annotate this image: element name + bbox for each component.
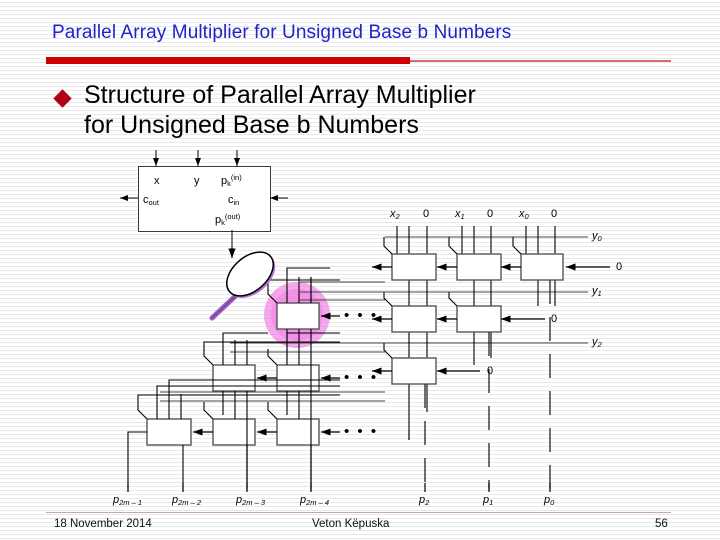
array-bottom-label-p2m-2: p2m – 2 xyxy=(172,494,202,507)
legend-p-out-sup: (out) xyxy=(224,212,241,221)
magnifying-glass-icon xyxy=(209,251,276,321)
array-top-label-x2: x2 xyxy=(390,208,400,221)
array-right-label-zero-3: 0 xyxy=(487,365,494,377)
footer-date: 18 November 2014 xyxy=(54,518,152,530)
multiplier-cell-legend-box xyxy=(138,166,271,232)
array-right-label-zero-1: 0 xyxy=(616,261,623,273)
array-right-label-y1: y1 xyxy=(592,285,602,298)
bullet-text: Structure of Parallel Array Multiplier f… xyxy=(84,80,664,140)
array-bottom-label-p2m-1: p2m – 1 xyxy=(113,494,143,507)
array-ellipsis-row2: • • • xyxy=(344,369,379,386)
array-top-label-zero-3: 0 xyxy=(551,208,558,220)
array-bottom-label-p0: p0 xyxy=(544,494,555,507)
legend-c-out-base: c xyxy=(143,194,149,206)
array-bottom-label-p1: p1 xyxy=(483,494,494,507)
legend-p-in-base: p xyxy=(221,175,228,187)
legend-label-p-in: pk(in) xyxy=(221,173,242,188)
array-bottom-label-p2m-4: p2m – 4 xyxy=(300,494,330,507)
array-top-label-x0: x0 xyxy=(519,208,529,221)
legend-label-y: y xyxy=(194,175,200,187)
array-cells-left xyxy=(146,302,320,446)
legend-label-p-out: pk(out) xyxy=(215,212,240,227)
footer-page-number: 56 xyxy=(655,518,668,530)
legend-c-out-sub: out xyxy=(148,198,159,207)
bullet-line-2: for Unsigned Base b Numbers xyxy=(84,111,419,139)
array-bottom-label-p2: p2 xyxy=(419,494,430,507)
product-dashed-lines xyxy=(424,280,551,490)
array-top-label-zero-1: 0 xyxy=(423,208,430,220)
legend-label-x: x xyxy=(154,175,160,187)
legend-p-in-sub: k xyxy=(227,179,231,188)
footer-rule xyxy=(46,512,671,513)
array-ellipsis-row1: • • • xyxy=(344,307,379,324)
array-right-label-y2: y2 xyxy=(592,336,602,349)
array-right-label-zero-2: 0 xyxy=(551,313,558,325)
array-cells-right xyxy=(391,253,564,385)
page-title: Parallel Array Multiplier for Unsigned B… xyxy=(52,22,512,43)
legend-p-out-base: p xyxy=(215,214,222,226)
legend-label-c-out: cout xyxy=(143,194,159,207)
legend-c-in-base: c xyxy=(228,194,234,206)
bullet-line-1: Structure of Parallel Array Multiplier xyxy=(84,81,476,109)
array-ellipsis-row3: • • • xyxy=(344,423,379,440)
legend-label-c-in: cin xyxy=(228,194,239,207)
legend-p-in-sup: (in) xyxy=(230,173,242,182)
legend-p-out-sub: k xyxy=(221,218,225,227)
array-top-label-zero-2: 0 xyxy=(487,208,494,220)
legend-c-in-sub: in xyxy=(233,198,240,207)
array-bottom-label-p2m-3: p2m – 3 xyxy=(236,494,266,507)
array-right-label-y0: y0 xyxy=(592,230,602,243)
footer-author: Veton Këpuska xyxy=(312,518,390,530)
array-top-label-x1: x1 xyxy=(455,208,465,221)
array-wires xyxy=(160,236,588,402)
title-rule-thick xyxy=(46,57,410,64)
